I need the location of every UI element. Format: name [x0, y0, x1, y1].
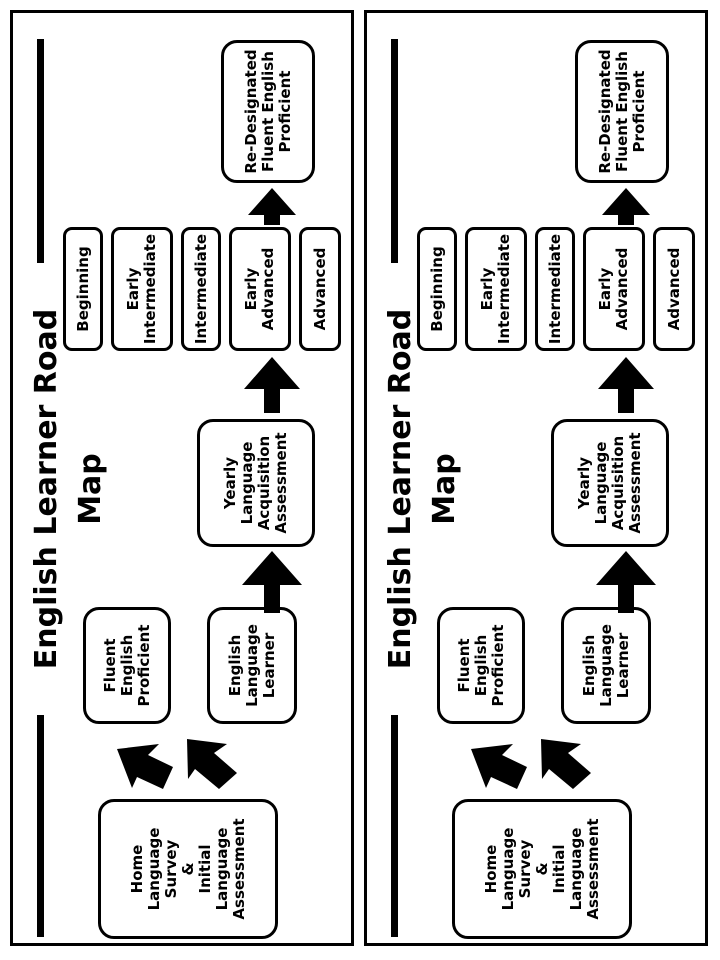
flow-arrows	[471, 188, 656, 789]
roadmap-panel-right: English Learner Road Map Home Language S…	[364, 10, 708, 946]
arrow-to-fluent	[471, 744, 527, 789]
arrow-to-early-advanced	[598, 357, 654, 413]
arrow-to-redesignated	[602, 188, 650, 225]
arrow-to-yearly	[596, 551, 656, 613]
flow-arrows	[117, 188, 302, 789]
arrow-to-redesignated	[248, 188, 296, 225]
roadmap-panel-left: English Learner Road Map Home Language S…	[10, 10, 354, 946]
arrow-to-yearly	[242, 551, 302, 613]
arrow-to-ell	[541, 739, 591, 789]
arrow-to-early-advanced	[244, 357, 300, 413]
arrow-to-fluent	[117, 744, 173, 789]
arrow-to-ell	[187, 739, 237, 789]
